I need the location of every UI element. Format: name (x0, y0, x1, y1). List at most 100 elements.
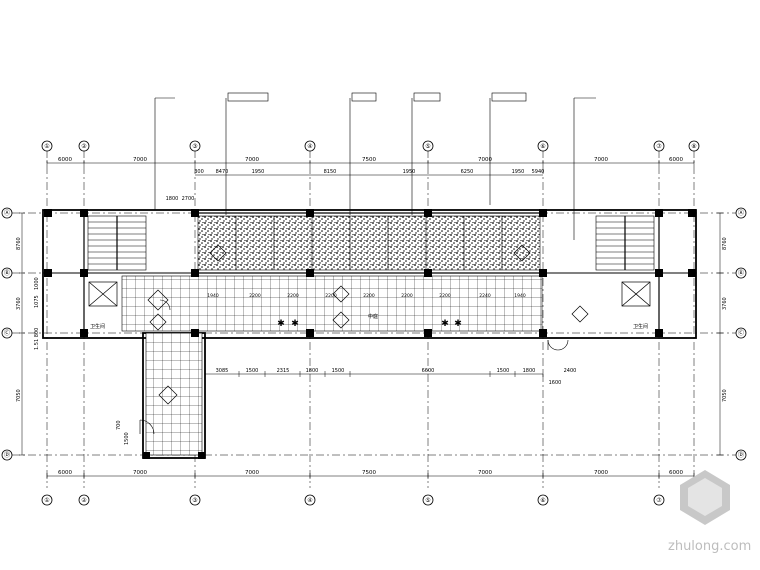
stairs-left (87, 215, 147, 271)
dim-top-sub-7: 1950 (512, 169, 525, 175)
dim-top-7: 6000 (669, 157, 683, 163)
dim-bottom-7: 6000 (669, 470, 683, 476)
elevator-left (88, 281, 118, 307)
svg-text:✱: ✱ (277, 319, 285, 329)
floor-motifs (147, 244, 589, 405)
dim-top-1: 6000 (58, 157, 72, 163)
svg-text:✱: ✱ (441, 319, 449, 329)
dim-lower-5: 1500 (332, 368, 345, 374)
room-label-right: 卫生间 (633, 323, 648, 330)
axis-label-top-7: ⑦ (656, 143, 662, 150)
axis-label-top-2: ② (81, 143, 87, 150)
structural-columns (44, 209, 696, 459)
dim-top-sub-6: 6250 (461, 169, 474, 175)
dim-tile-5: 2200 (363, 293, 375, 299)
axis-label-right-a: Ⓐ (738, 209, 744, 217)
dim-right-3: 7050 (722, 389, 728, 402)
watermark-text: zhulong.com (668, 539, 751, 554)
dim-top-2: 7000 (133, 157, 147, 163)
dim-tile-9: 1940 (514, 293, 526, 299)
dim-top-sub-5: 1950 (403, 169, 416, 175)
dim-left-small-2: 1000 (34, 277, 40, 290)
dimension-chain-lower (204, 371, 544, 377)
axis-label-top-1: ① (44, 143, 49, 150)
dim-tile-1: 1940 (207, 293, 219, 299)
dim-tile-6: 2200 (401, 293, 413, 299)
dim-right-2: 3760 (722, 297, 728, 310)
dim-top-sub2-1: 1800 (166, 196, 179, 202)
dim-lower-8: 1800 (523, 368, 536, 374)
axis-label-left-b: Ⓑ (4, 269, 10, 277)
axis-bubbles-sides (1, 207, 747, 461)
dim-bottom-6: 7000 (594, 470, 608, 476)
dim-top-5: 7000 (478, 157, 492, 163)
dim-top-4: 7500 (362, 157, 376, 163)
axis-label-bottom-2: ② (81, 497, 87, 504)
dim-lower-2: 1500 (246, 368, 259, 374)
dim-lower-4: 1800 (306, 368, 319, 374)
dim-top-sub-8: 5940 (532, 169, 545, 175)
dim-top-sub-1: 300 (194, 169, 204, 175)
dim-left-small-4: 1500 (124, 432, 130, 445)
dim-top-3: 7000 (245, 157, 259, 163)
dim-top-sub-2: 8470 (216, 169, 229, 175)
dim-bottom-3: 7000 (245, 470, 259, 476)
axis-label-top-5: ⑤ (425, 143, 430, 150)
hatched-panels (197, 215, 541, 271)
dim-lower-1: 3085 (216, 368, 229, 374)
dim-bottom-5: 7000 (478, 470, 492, 476)
door-swings (139, 299, 569, 435)
axis-label-top-4: ④ (307, 143, 312, 150)
dim-lower-6: 6600 (422, 368, 435, 374)
watermark-logo (680, 470, 730, 525)
dim-top-sub-3: 1950 (252, 169, 265, 175)
axis-label-left-a: Ⓐ (4, 209, 10, 217)
dim-left-small-1: 1075 (34, 295, 40, 308)
dim-tile-7: 2200 (439, 293, 451, 299)
axis-label-bottom-1: ① (44, 497, 49, 504)
dim-lower-3: 2315 (277, 368, 290, 374)
dimension-chain-sides (19, 212, 723, 456)
axis-bubbles-bottom (41, 494, 700, 506)
dim-bottom-2: 7000 (133, 470, 147, 476)
axis-label-bottom-7: ⑦ (656, 497, 662, 504)
callout-leaders (154, 92, 596, 240)
stairs-right (595, 215, 655, 271)
dim-lower-7: 1500 (497, 368, 510, 374)
axis-label-bottom-3: ③ (192, 497, 197, 504)
dim-right-1: 8760 (722, 237, 728, 250)
tiled-corridor (121, 275, 543, 456)
dim-left-2: 3760 (16, 297, 22, 310)
axis-label-top-6: ⑥ (540, 143, 545, 150)
axis-label-bottom-4: ④ (307, 497, 312, 504)
dim-tile-2: 2200 (249, 293, 261, 299)
svg-text:✱: ✱ (291, 319, 299, 329)
axis-label-top-8: ⑧ (691, 143, 696, 150)
dim-lower-9: 2400 (564, 368, 577, 374)
dim-left-3: 1.51 800 (34, 328, 40, 350)
axis-label-top-3: ③ (192, 143, 197, 150)
floor-stars: ✱ ✱ ✱ ✱ (277, 319, 462, 329)
svg-text:✱: ✱ (454, 319, 462, 329)
axis-label-right-d: Ⓓ (738, 451, 744, 459)
axis-label-bottom-6: ⑥ (540, 497, 545, 504)
dim-bottom-1: 6000 (58, 470, 72, 476)
dim-tile-3: 2200 (287, 293, 299, 299)
room-label-left: 卫生间 (90, 323, 105, 330)
dim-left-small-3: 700 (116, 420, 122, 430)
axis-label-bottom-5: ⑤ (425, 497, 430, 504)
dim-left-4: 7050 (16, 389, 22, 402)
axis-label-right-b: Ⓑ (738, 269, 744, 277)
dim-tile-8: 2240 (479, 293, 491, 299)
room-label-atrium: 中庭 (368, 313, 378, 320)
dim-top-sub2-2: 2700 (182, 196, 195, 202)
axis-label-right-c: Ⓒ (738, 329, 744, 337)
dimension-chain-bottom (46, 473, 695, 479)
dim-lower-tag: 1600 (549, 380, 562, 386)
dim-top-6: 7000 (594, 157, 608, 163)
elevator-right (621, 281, 651, 307)
dim-left-1: 8760 (16, 237, 22, 250)
axis-label-left-d: Ⓓ (4, 451, 10, 459)
dim-bottom-4: 7500 (362, 470, 376, 476)
